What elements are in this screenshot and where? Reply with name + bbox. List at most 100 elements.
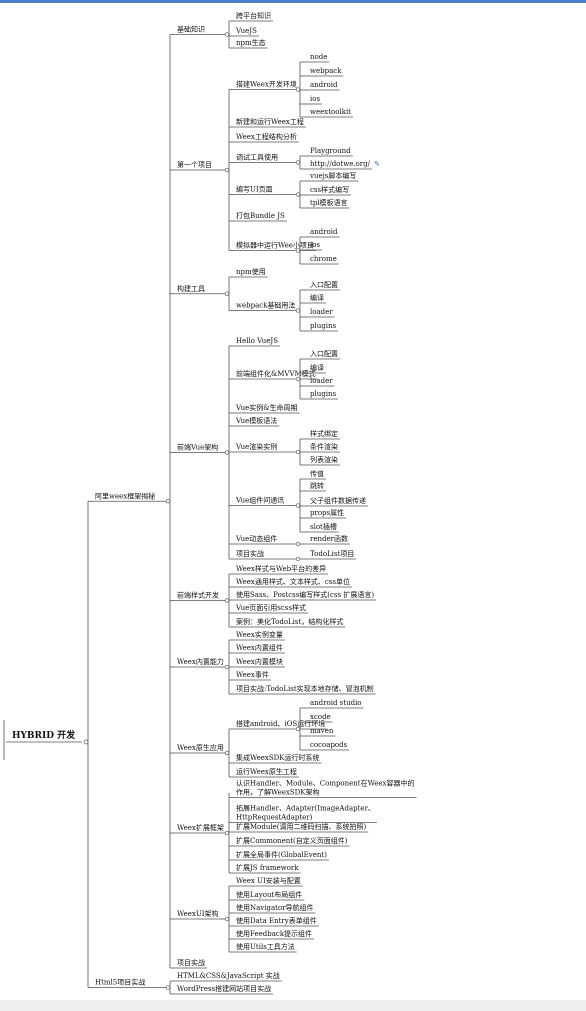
node-label-npm[interactable]: npm使用 bbox=[236, 267, 266, 276]
node-label-navigator[interactable]: 使用Navigator导航组件 bbox=[236, 903, 314, 912]
node-label-item-5[interactable]: 第一个项目 bbox=[177, 160, 212, 169]
node-label-weex[interactable]: 阿里weex框架揭秘 bbox=[95, 491, 155, 500]
node-label-html-css-javascript[interactable]: HTML&CSS&JavaScript 实战 bbox=[177, 971, 280, 980]
node-label-weex[interactable]: Weex事件 bbox=[236, 670, 269, 679]
node-label-todolist[interactable]: 项目实战:TodoList实现本地存储、冒泡机制 bbox=[236, 684, 374, 693]
collapse-toggle-icon[interactable] bbox=[224, 598, 230, 603]
node-label-playground[interactable]: Playground bbox=[310, 147, 351, 155]
node-label-handler-module-component-weex-weexsdk[interactable]: 认识Handler、Module、Component在Weex容器中的作用，了解… bbox=[236, 779, 414, 797]
node-label-android-ios[interactable]: 搭建android、iOS运行环境 bbox=[236, 719, 325, 728]
node-label-ios[interactable]: ios bbox=[310, 241, 320, 249]
collapse-toggle-icon[interactable] bbox=[295, 449, 301, 455]
node-label-item-2[interactable]: 跨平台知识 bbox=[236, 11, 271, 20]
node-label-item-47[interactable]: 传值 bbox=[310, 469, 324, 478]
node-label-vue[interactable]: Vue实例&生命周期 bbox=[235, 403, 298, 412]
node-label-weex[interactable]: Weex原生应用 bbox=[177, 743, 224, 752]
node-label-slot[interactable]: slot插槽 bbox=[310, 522, 337, 531]
collapse-toggle-icon[interactable] bbox=[224, 750, 230, 756]
node-label-item-14[interactable]: 调试工具使用 bbox=[236, 153, 278, 162]
node-label-wordpress[interactable]: WordPress搭建网站项目实战 bbox=[177, 984, 271, 993]
node-label-feedback[interactable]: 使用Feedback提示组件 bbox=[236, 929, 312, 938]
node-label-css[interactable]: css样式编写 bbox=[310, 185, 349, 194]
node-label-item-48[interactable]: 跳转 bbox=[310, 481, 324, 490]
node-label-hello-vuejs[interactable]: Hello VueJS bbox=[236, 337, 278, 345]
node-label-item-30[interactable]: 编译 bbox=[310, 293, 324, 302]
link-icon[interactable]: ✎ bbox=[374, 160, 380, 168]
node-label-loader[interactable]: loader bbox=[310, 377, 333, 385]
collapse-toggle-icon[interactable] bbox=[295, 192, 301, 197]
node-label-loader[interactable]: loader bbox=[310, 308, 333, 316]
collapse-toggle-icon[interactable] bbox=[224, 450, 230, 455]
collapse-toggle-icon[interactable] bbox=[165, 499, 171, 504]
node-label-android[interactable]: android bbox=[310, 228, 338, 236]
node-label-ui[interactable]: 编写UI页面 bbox=[236, 185, 273, 194]
node-label-plugins[interactable]: plugins bbox=[310, 390, 336, 398]
node-label-render[interactable]: render函数 bbox=[310, 534, 348, 543]
node-label-todolist[interactable]: 案例：美化TodoList，结构化样式 bbox=[236, 617, 343, 626]
collapse-toggle-icon[interactable] bbox=[295, 541, 301, 547]
node-label-weex[interactable]: 运行Weex原生工程 bbox=[236, 767, 297, 776]
node-label-data-entry[interactable]: 使用Data Entry表单组件 bbox=[236, 916, 317, 925]
node-label-layout[interactable]: 使用Layout布局组件 bbox=[236, 890, 302, 899]
node-label-weex[interactable]: 搭建Weex开发环境 bbox=[236, 80, 297, 89]
collapse-toggle-icon[interactable] bbox=[83, 739, 89, 745]
node-label-todolist[interactable]: TodoList项目 bbox=[310, 550, 354, 558]
collapse-toggle-icon[interactable] bbox=[295, 376, 301, 382]
node-label-webpack[interactable]: webpack基础用法 bbox=[236, 301, 295, 310]
collapse-toggle-icon[interactable] bbox=[165, 985, 171, 990]
node-label-item-36[interactable]: 入口配置 bbox=[310, 350, 338, 358]
node-label-utils[interactable]: 使用Utils工具方法 bbox=[236, 942, 295, 951]
node-label-item-56[interactable]: 前端样式开发 bbox=[177, 591, 219, 600]
node-label-http-dotwe-org[interactable]: http://dotwe.org/ bbox=[310, 160, 371, 168]
collapse-toggle-icon[interactable] bbox=[224, 167, 230, 173]
node-label-weex[interactable]: Weex实例变量 bbox=[236, 630, 283, 639]
node-label-commonent[interactable]: 扩展Commonent(自定义页面组件) bbox=[236, 836, 348, 845]
root-node-label[interactable]: HYBRID 开发 bbox=[12, 729, 76, 741]
node-label-weex-css[interactable]: Weex通用样式、文本样式、css单位 bbox=[236, 577, 350, 586]
node-label-item-90[interactable]: 项目实战 bbox=[177, 958, 205, 967]
collapse-toggle-icon[interactable] bbox=[224, 32, 230, 37]
collapse-toggle-icon[interactable] bbox=[295, 87, 301, 92]
node-label-globalevent[interactable]: 扩展全局事件(GlobalEvent) bbox=[236, 850, 327, 859]
node-label-item-54[interactable]: 项目实战 bbox=[236, 549, 264, 558]
node-label-weexsdk[interactable]: 集成WeexSDK运行时系统 bbox=[236, 753, 320, 762]
node-label-android[interactable]: android bbox=[310, 81, 338, 89]
node-label-item-37[interactable]: 编译 bbox=[310, 363, 324, 372]
node-label-module[interactable]: 扩展Module(调用二维码扫描、系统拍照) bbox=[236, 822, 366, 831]
node-label-vue[interactable]: Vue渲染实例 bbox=[235, 442, 277, 451]
node-label-props[interactable]: props属性 bbox=[310, 508, 344, 517]
node-label-html5[interactable]: Html5项目实战 bbox=[95, 978, 145, 987]
node-label-vue[interactable]: 前端Vue架构 bbox=[177, 443, 218, 452]
node-label-mvvm[interactable]: 前端组件化&MVVM模式 bbox=[236, 369, 316, 378]
node-label-handler-adapter-imageadapter-httprequest[interactable]: 拓展Handler、Adapter(ImageAdapter、HttpReque… bbox=[236, 804, 375, 822]
window-bottom-scroll-area[interactable] bbox=[0, 1000, 586, 1011]
node-label-vuejs[interactable]: VueJS bbox=[235, 27, 257, 35]
node-label-weex[interactable]: Weex内置能力 bbox=[177, 657, 224, 666]
node-label-bundle-js[interactable]: 打包Bundle JS bbox=[236, 211, 285, 220]
node-label-cocoapods[interactable]: cocoapods bbox=[310, 741, 348, 749]
node-label-ios[interactable]: ios bbox=[310, 95, 320, 103]
node-label-item-44[interactable]: 条件渲染 bbox=[310, 442, 338, 451]
node-label-vue-scss[interactable]: Vue页面引用scss样式 bbox=[235, 603, 306, 612]
node-label-weex-ui[interactable]: Weex UI安装与配置 bbox=[236, 876, 301, 885]
node-label-weextoolkit[interactable]: weextoolkit bbox=[310, 108, 351, 116]
node-label-weex[interactable]: 新建和运行Weex工程 bbox=[236, 117, 304, 126]
node-label-item-29[interactable]: 入口配置 bbox=[310, 281, 338, 289]
collapse-toggle-icon[interactable] bbox=[295, 308, 301, 313]
node-label-plugins[interactable]: plugins bbox=[310, 322, 336, 330]
collapse-toggle-icon[interactable] bbox=[224, 291, 230, 296]
node-label-item-43[interactable]: 样式绑定 bbox=[310, 429, 338, 438]
node-label-item-45[interactable]: 列表渲染 bbox=[310, 455, 338, 464]
node-label-weex[interactable]: Weex内置组件 bbox=[236, 643, 283, 652]
node-label-weex[interactable]: Weex扩展框架 bbox=[177, 823, 224, 832]
node-label-item-26[interactable]: 构建工具 bbox=[177, 284, 205, 293]
node-label-tpl[interactable]: tpl模板语言 bbox=[310, 198, 348, 207]
collapse-toggle-icon[interactable] bbox=[295, 556, 301, 562]
node-label-xcode[interactable]: xcode bbox=[310, 713, 331, 721]
node-label-item-1[interactable]: 基础知识 bbox=[177, 25, 205, 34]
collapse-toggle-icon[interactable] bbox=[295, 248, 301, 253]
node-label-android-studio[interactable]: android studio bbox=[310, 699, 362, 707]
node-label-sass-postcss-css[interactable]: 使用Sass、Postcss编写样式(css 扩展语言) bbox=[236, 590, 374, 599]
node-label-webpack[interactable]: webpack bbox=[310, 67, 342, 75]
